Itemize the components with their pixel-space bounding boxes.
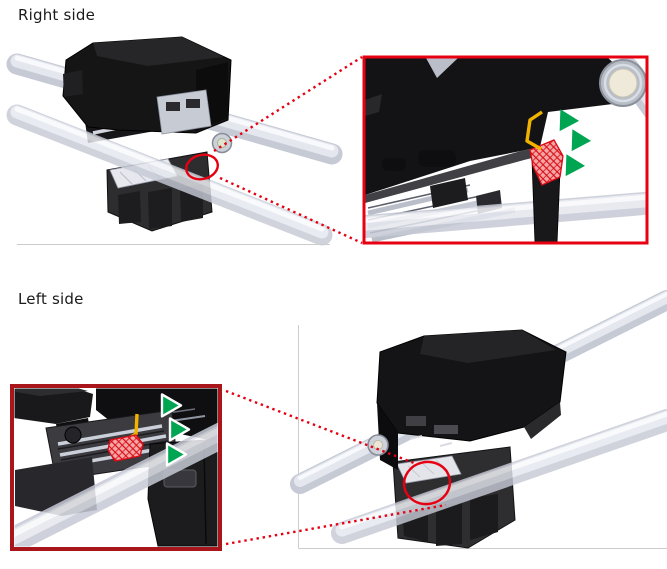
guide-rail-lower: [331, 409, 667, 544]
rail-zoom: [14, 422, 218, 547]
callout-leader-top: [225, 389, 415, 465]
green-arrow-icon: [565, 154, 586, 177]
zoom-inset-left: [10, 384, 222, 551]
left-side-illustration: [10, 290, 667, 551]
callout-leader-top: [213, 55, 363, 153]
section-title-left: Left side: [18, 290, 84, 308]
printhead-carriage: [62, 36, 233, 154]
inset-illustration: [365, 58, 646, 242]
green-arrow-icon: [160, 393, 183, 418]
carriage-on-rails-left-view: [290, 290, 667, 549]
yellow-edge-mark: [525, 110, 543, 151]
green-arrow-icon: [559, 109, 580, 132]
highlight-circle: [402, 460, 452, 506]
section-right-side: Right side: [0, 0, 667, 284]
red-hatch-mark: [107, 434, 144, 462]
guide-rail-lower: [6, 104, 333, 246]
section-title-right: Right side: [18, 6, 95, 24]
green-arrow-icon: [168, 417, 191, 442]
rail-bushing-zoom: [599, 58, 646, 118]
callout-leader-bottom: [225, 503, 447, 546]
section-left-side: Left side: [0, 284, 667, 569]
printhead-carriage: [367, 329, 567, 470]
inset-illustration: [14, 388, 218, 547]
red-hatch-mark: [529, 139, 564, 186]
carriage-on-rails-right-view: [6, 36, 343, 246]
green-arrow-icon: [165, 442, 188, 467]
right-side-illustration: [6, 36, 649, 246]
highlight-circle: [185, 153, 219, 181]
green-arrow-icon: [571, 129, 592, 152]
zoom-inset-right: [362, 55, 649, 245]
front-rail-zoom: [365, 191, 646, 239]
callout-leader-bottom: [219, 176, 363, 245]
